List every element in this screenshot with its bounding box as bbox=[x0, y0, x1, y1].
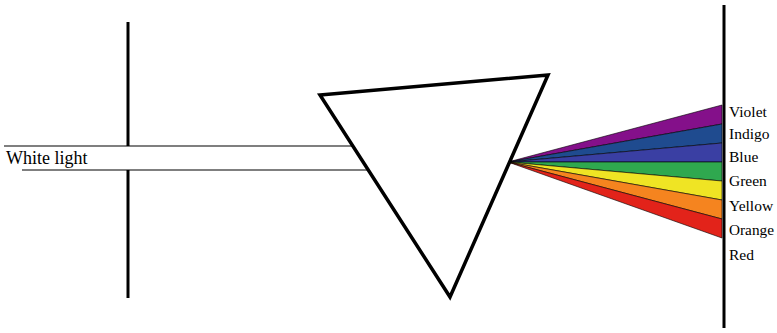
color-label: Yellow bbox=[729, 198, 773, 214]
beam-edge bbox=[4, 145, 353, 146]
color-label: Red bbox=[729, 247, 754, 263]
color-label: Violet bbox=[729, 104, 767, 120]
color-label: Blue bbox=[729, 149, 758, 165]
slit-barrier bbox=[127, 22, 130, 146]
screen bbox=[723, 5, 726, 328]
slit-barrier bbox=[127, 170, 130, 298]
prism bbox=[320, 75, 548, 297]
color-label: Orange bbox=[729, 222, 774, 237]
beam-label: White light bbox=[6, 149, 87, 167]
beam-edge bbox=[22, 169, 368, 170]
color-label: Green bbox=[729, 173, 767, 189]
light-beam bbox=[4, 146, 368, 170]
spectrum-fan bbox=[508, 105, 722, 238]
color-label: Indigo bbox=[729, 126, 769, 142]
